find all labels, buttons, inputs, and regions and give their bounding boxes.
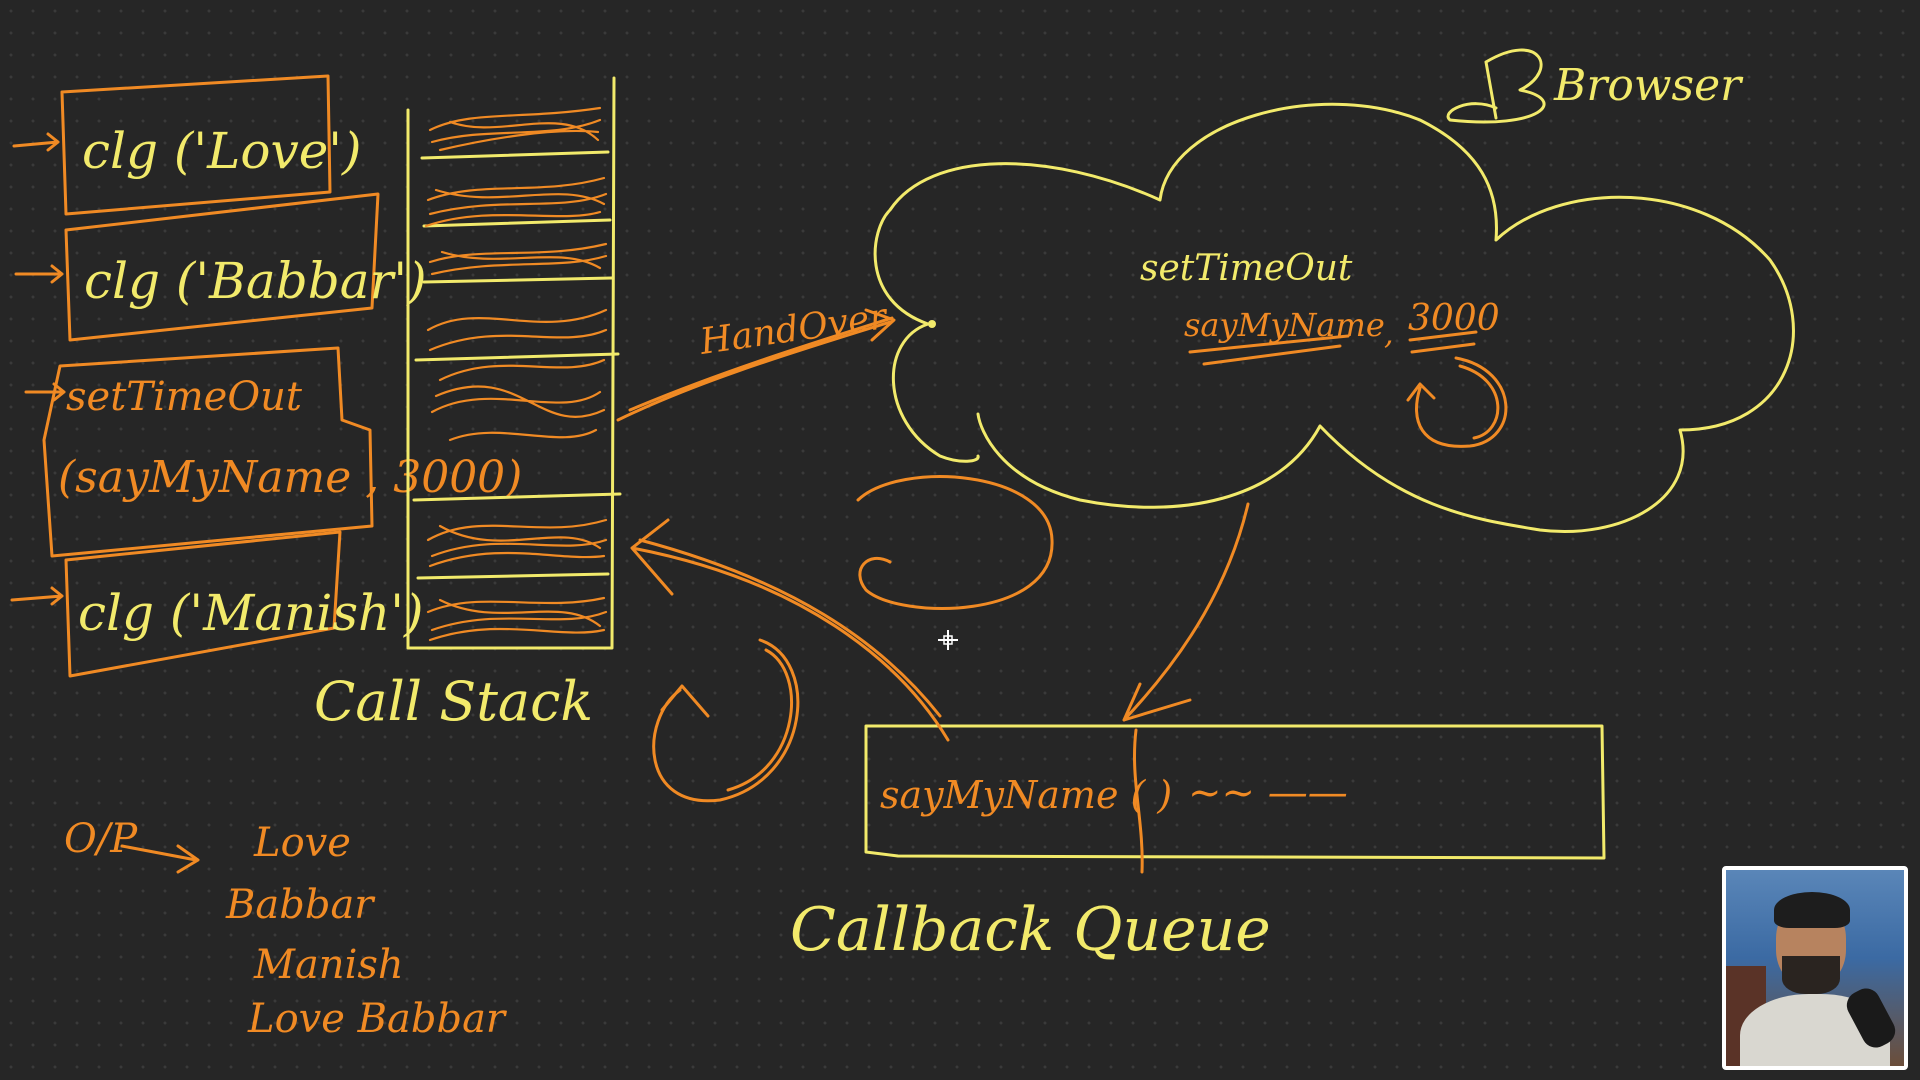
output-arrow-icon xyxy=(120,844,200,874)
browser-separator: , xyxy=(1384,317,1394,352)
browser-to-queue-arrow xyxy=(1122,502,1250,722)
output-line-2: Babbar xyxy=(225,882,376,928)
browser-callback: sayMyName xyxy=(1184,306,1385,344)
code-block: clg ('Love') clg ('Babbar') setTimeOut (… xyxy=(10,74,522,678)
arrow-head-icon xyxy=(864,308,896,342)
pointer-arrow-icon xyxy=(12,132,60,152)
code-line-2: clg ('Babbar') xyxy=(84,252,427,310)
queue-to-stack-arrow xyxy=(630,518,950,742)
output-label: O/P xyxy=(64,816,138,862)
queue-item-sayMyName: sayMyName ( ) xyxy=(880,773,1172,817)
event-loop-return-icon xyxy=(652,638,800,803)
timer-loop-icon xyxy=(1406,356,1508,448)
code-box-1 xyxy=(60,74,332,216)
handover-arrow: HandOver xyxy=(616,296,896,422)
code-box-3 xyxy=(42,346,374,558)
pointer-arrow-icon xyxy=(24,382,66,402)
pointer-arrow-icon xyxy=(10,586,64,606)
queue-rest: ~~ —— xyxy=(1188,770,1348,816)
call-stack-frame xyxy=(406,76,616,650)
pointer-arrow-icon xyxy=(14,264,64,284)
code-line-3: setTimeOut xyxy=(66,374,303,420)
browser-delay: 3000 xyxy=(1408,298,1500,339)
output-line-1: Love xyxy=(253,820,351,866)
code-line-4: (sayMyName , 3000) xyxy=(58,452,522,503)
browser-title: Browser xyxy=(1553,60,1744,111)
cursor-crosshair-icon xyxy=(938,630,958,650)
browser-title-glyph xyxy=(1446,48,1546,124)
code-box-2 xyxy=(64,192,380,342)
code-line-1: clg ('Love') xyxy=(82,122,362,180)
browser-cloud: setTimeOut sayMyName , 3000 Browser xyxy=(873,48,1795,533)
callback-queue: sayMyName ( ) ~~ —— Callback Queue xyxy=(790,724,1606,965)
call-stack: Call Stack xyxy=(314,76,622,733)
callback-queue-label: Callback Queue xyxy=(790,895,1271,965)
event-loop-circle-icon xyxy=(856,475,1054,610)
presenter-beard xyxy=(1782,956,1840,994)
call-stack-label: Call Stack xyxy=(314,670,593,733)
output-block: O/P Love Babbar Manish Love Babbar xyxy=(64,816,508,1042)
presenter-webcam xyxy=(1722,866,1908,1070)
presenter-hair xyxy=(1774,892,1850,928)
crossed-frames xyxy=(424,106,608,642)
browser-api-name: setTimeOut xyxy=(1140,248,1353,289)
output-line-3: Manish xyxy=(253,942,404,988)
output-line-4: Love Babbar xyxy=(247,996,508,1042)
code-line-5: clg ('Manish') xyxy=(78,584,423,642)
code-box-4 xyxy=(64,530,342,678)
queue-box xyxy=(864,724,1606,860)
